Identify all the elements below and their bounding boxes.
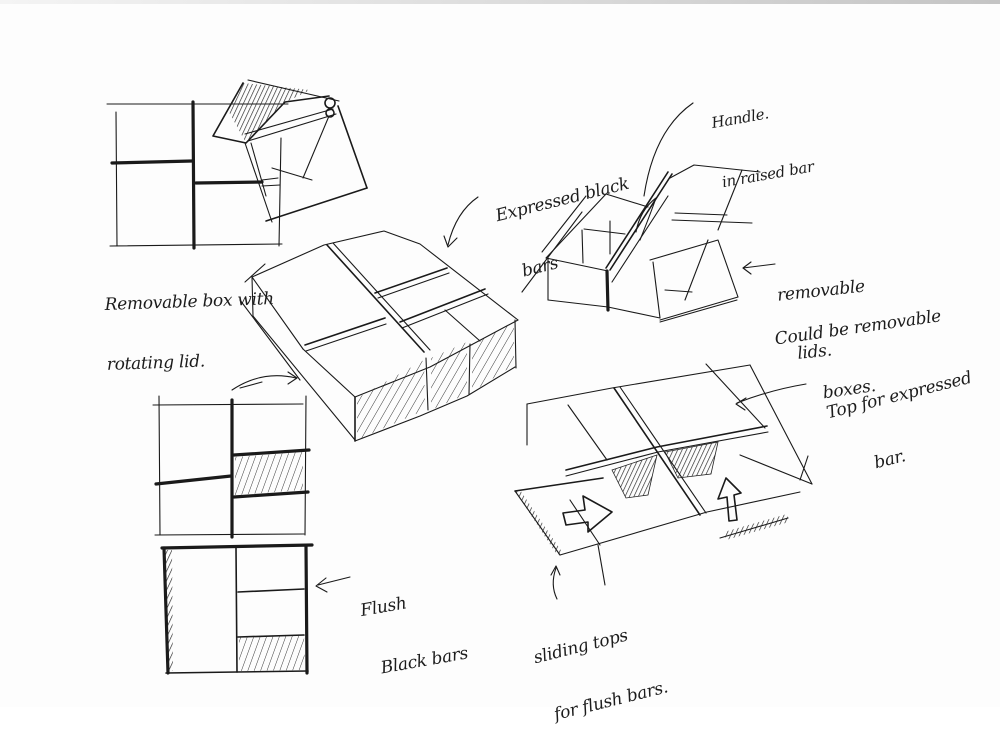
annotation-line: Flush	[358, 593, 409, 622]
sketch-iso-handle-lids	[521, 102, 776, 323]
sketch-iso-sliding-tops	[514, 363, 813, 600]
annotation-line: sliding tops	[531, 625, 630, 669]
annotation-line: Expressed black	[493, 173, 632, 227]
annotation-line: Removable box with	[104, 289, 275, 315]
annotation-line: bars	[519, 253, 561, 282]
scan-edge	[0, 0, 1000, 4]
annotation-line: Handle.	[710, 104, 771, 133]
sketch-plan-rotating-lid	[106, 79, 368, 250]
annotation-line: for flush bars.	[552, 677, 670, 725]
annotation-line: rotating lid.	[106, 351, 206, 375]
sketch-plan-expressed	[152, 381, 311, 539]
annotation-line: Black bars	[379, 643, 470, 679]
sketch-iso-expressed-bars	[231, 196, 519, 442]
sketch-plan-flush	[160, 543, 351, 675]
annotation-removable-box: Removable box with rotating lid.	[103, 249, 277, 395]
leader-removable-box	[244, 263, 266, 283]
sketch-canvas	[106, 79, 813, 675]
annotation-line: in raised bar	[720, 157, 816, 192]
annotation-line: Top for expressed	[824, 367, 974, 424]
